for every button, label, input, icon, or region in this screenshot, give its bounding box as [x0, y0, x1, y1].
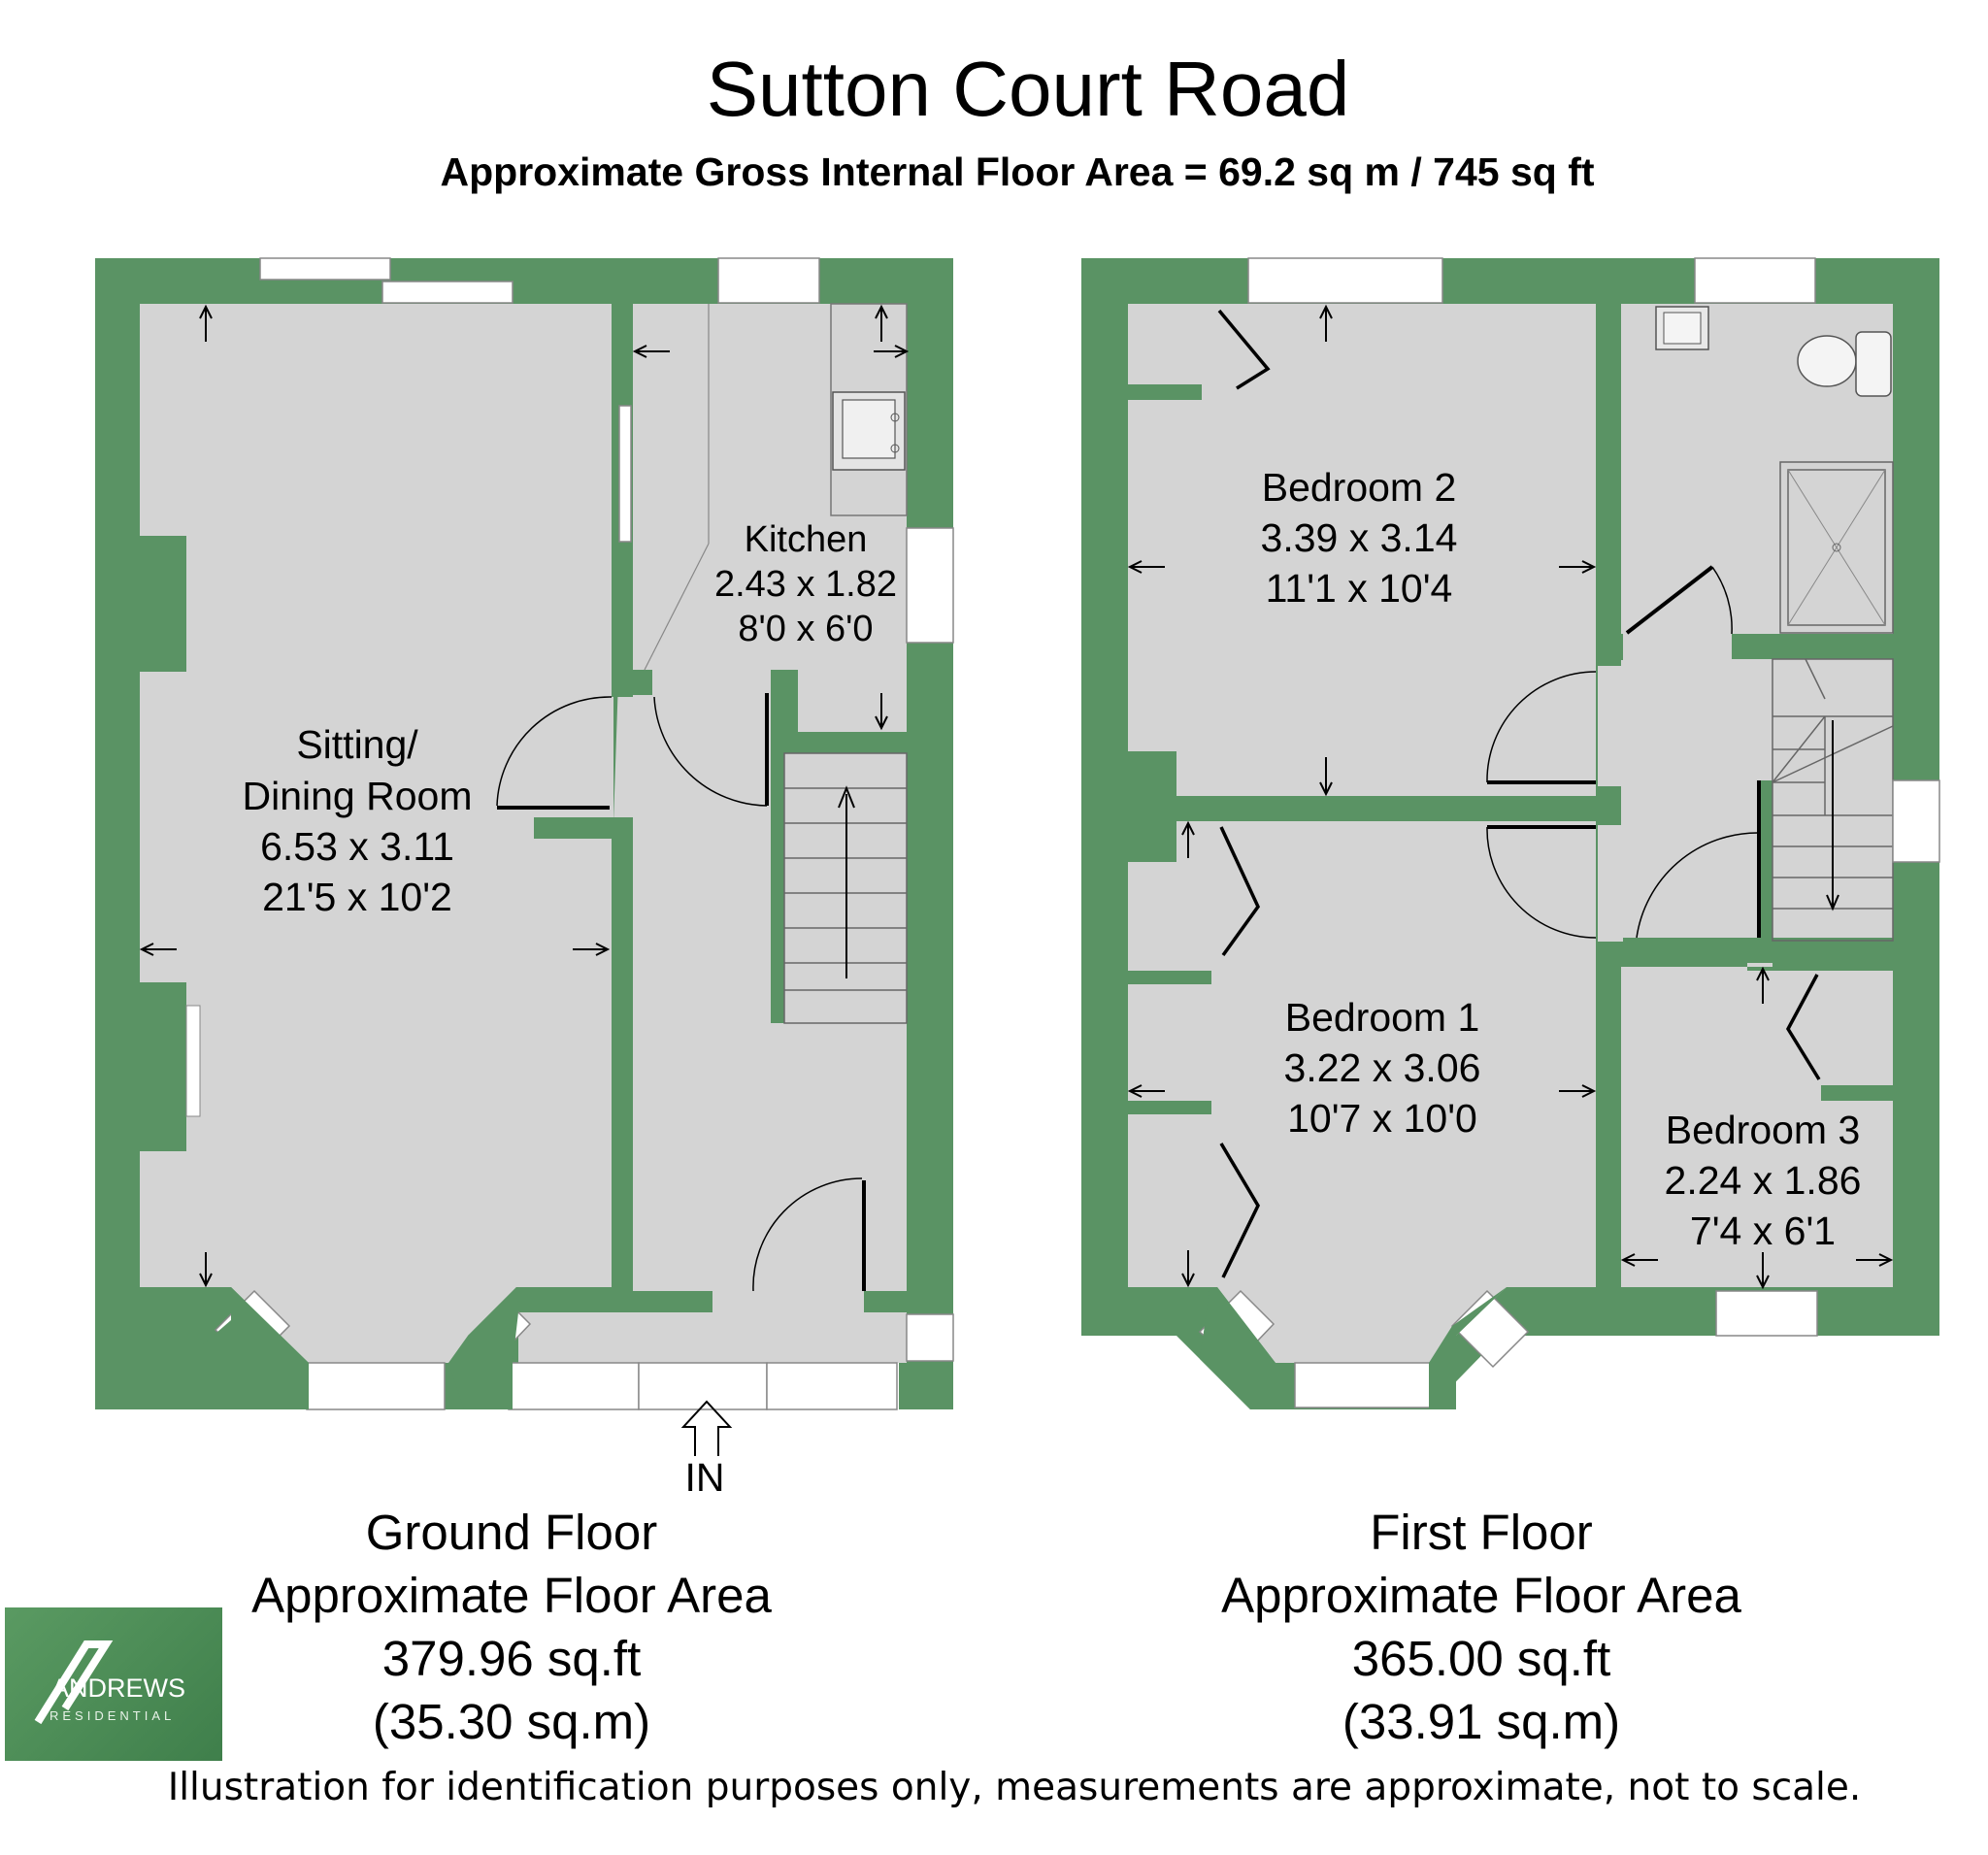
sitting-room-label-1: Sitting/	[296, 722, 418, 767]
ground-floor-area-sqm: (35.30 sq.m)	[372, 1694, 651, 1749]
kitchen-label: Kitchen	[745, 519, 868, 560]
logo-tagline: RESIDENTIAL	[50, 1708, 176, 1723]
bedroom-3-imperial: 7'4 x 6'1	[1690, 1209, 1836, 1253]
hallway-floor	[522, 304, 907, 1312]
first-floor-name: First Floor	[1370, 1505, 1593, 1560]
disclaimer: Illustration for identification purposes…	[167, 1766, 1862, 1809]
first-floor-area-label: Approximate Floor Area	[1221, 1568, 1741, 1623]
bedroom-2-floor	[1128, 304, 1596, 796]
ground-windows	[214, 257, 954, 1410]
bedroom-1-label: Bedroom 1	[1285, 995, 1480, 1040]
bedroom-3-label: Bedroom 3	[1666, 1108, 1861, 1152]
bedroom-2-imperial: 11'1 x 10'4	[1266, 566, 1453, 611]
sitting-room-label-2: Dining Room	[243, 774, 473, 818]
ground-floor-name: Ground Floor	[365, 1505, 658, 1560]
ground-doors	[496, 693, 866, 1292]
bedroom-2-label: Bedroom 2	[1262, 465, 1457, 510]
wall-sitting-hall	[612, 817, 633, 1291]
ground-floor-plan	[95, 257, 954, 1456]
bedroom-1-imperial: 10'7 x 10'0	[1287, 1096, 1477, 1141]
sitting-room-imperial: 21'5 x 10'2	[262, 875, 452, 919]
first-floor-caption: First Floor Approximate Floor Area 365.0…	[1200, 1501, 1763, 1753]
entrance-arrow	[680, 1400, 733, 1456]
total-floor-area: Approximate Gross Internal Floor Area = …	[440, 149, 1595, 194]
logo-name: ANDREWS	[51, 1673, 186, 1703]
first-floor-area-sqm: (33.91 sq.m)	[1342, 1694, 1621, 1749]
bedroom-2-metric: 3.39 x 3.14	[1261, 515, 1458, 560]
entrance-label: IN	[685, 1455, 725, 1500]
sitting-room-floor	[140, 304, 613, 1363]
bedroom-3-floor	[1621, 967, 1893, 1287]
sitting-room-metric: 6.53 x 3.11	[260, 824, 454, 869]
ground-floor-caption: Ground Floor Approximate Floor Area 379.…	[233, 1501, 790, 1753]
andrews-logo: ANDREWS RESIDENTIAL	[5, 1607, 222, 1761]
first-doors	[1217, 309, 1821, 1278]
logo-mark-icon	[34, 1640, 114, 1725]
bedroom-1-metric: 3.22 x 3.06	[1284, 1045, 1481, 1090]
page-title: Sutton Court Road	[706, 46, 1350, 132]
bedroom-3-metric: 2.24 x 1.86	[1665, 1158, 1862, 1203]
kitchen-metric: 2.43 x 1.82	[714, 564, 897, 605]
first-floor-area-sqft: 365.00 sq.ft	[1351, 1631, 1611, 1686]
first-floor-plan	[1081, 257, 1940, 1409]
ground-floor-area-sqft: 379.96 sq.ft	[381, 1631, 642, 1686]
bedroom-1-floor	[1128, 821, 1596, 1363]
ground-floor-area-label: Approximate Floor Area	[251, 1568, 772, 1623]
kitchen-imperial: 8'0 x 6'0	[738, 609, 873, 649]
